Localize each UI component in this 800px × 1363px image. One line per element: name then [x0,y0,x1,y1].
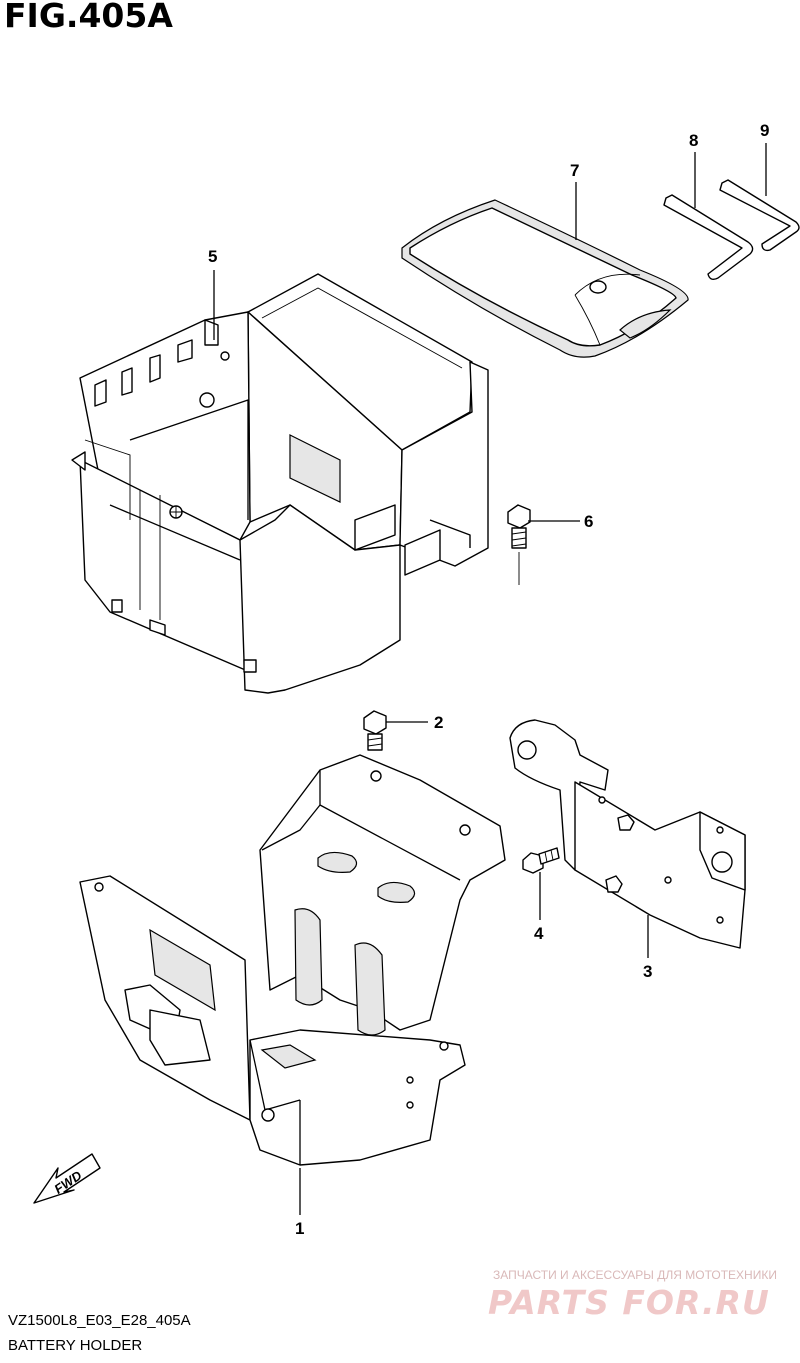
callout-3: 3 [643,962,652,981]
fwd-arrow: FWD [33,1153,101,1204]
leader-lines [213,143,767,1215]
model-code: VZ1500L8_E03_E28_405A [8,1312,191,1329]
callout-5: 5 [208,247,217,266]
battery-pad[interactable] [401,199,689,358]
battery-tray[interactable] [79,754,506,1166]
callout-4: 4 [534,924,544,943]
bolt-6[interactable] [507,504,531,585]
callout-1: 1 [295,1219,304,1238]
hex-key-9[interactable] [719,179,800,252]
bolt-2[interactable] [363,710,387,751]
figure-caption: BATTERY HOLDER [8,1337,143,1354]
watermark-logo: PARTS FOR.RU [488,1283,770,1322]
side-bracket[interactable] [509,719,746,949]
callout-8: 8 [689,131,698,150]
callout-6: 6 [584,512,593,531]
figure-title: FIG.405A [4,0,173,35]
callout-2: 2 [434,713,443,732]
hex-key-8[interactable] [663,194,754,281]
bolt-4[interactable] [522,847,560,874]
callout-7: 7 [570,161,579,180]
watermark-tagline: ЗАПЧАСТИ И АКСЕССУАРЫ ДЛЯ МОТОТЕХНИКИ [493,1268,777,1282]
battery-case[interactable] [71,273,489,694]
callout-9: 9 [760,121,769,140]
